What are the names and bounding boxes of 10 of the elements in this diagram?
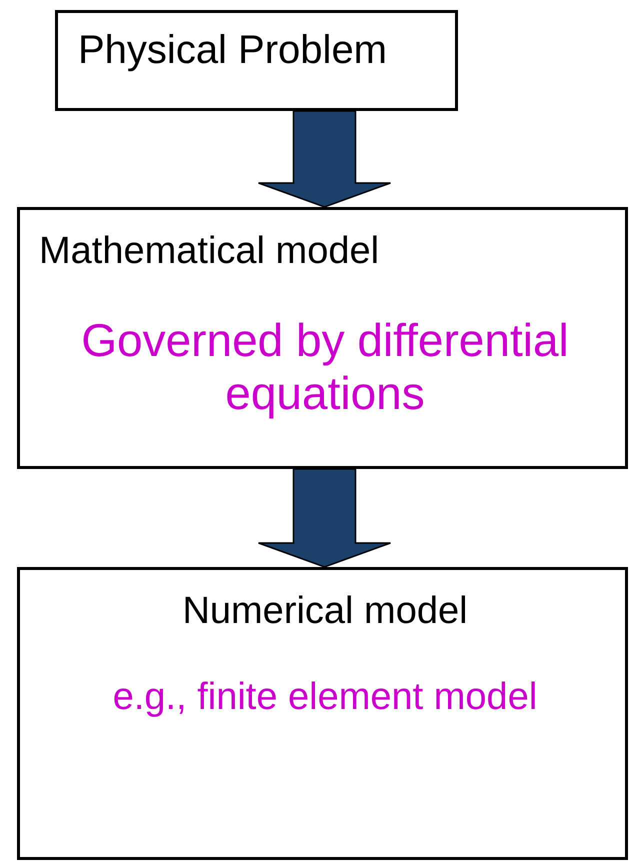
box-heading: Physical Problem xyxy=(78,27,388,73)
block-arrow xyxy=(258,468,392,568)
box-description: e.g., finite element model xyxy=(112,676,538,720)
box-description: Governed by differential equations xyxy=(80,314,570,420)
process-box xyxy=(55,10,458,111)
process-box xyxy=(17,567,628,860)
box-heading: Numerical model xyxy=(181,590,469,634)
block-arrow xyxy=(258,110,392,208)
box-heading: Mathematical model xyxy=(39,230,380,274)
process-box xyxy=(17,207,628,469)
